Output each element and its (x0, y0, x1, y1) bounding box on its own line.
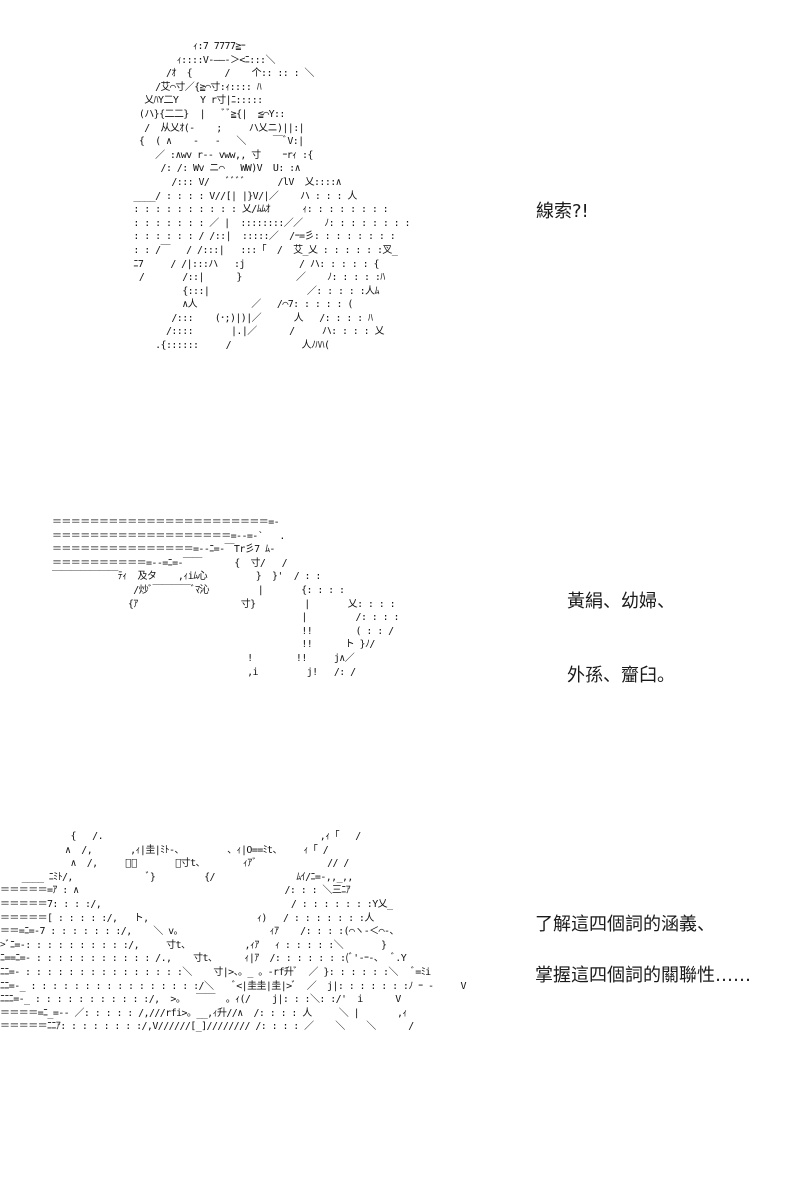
panel-2: ＝＝＝＝＝＝＝＝＝＝＝＝＝＝＝＝＝＝＝＝＝＝＝=- ＝＝＝＝＝＝＝＝＝＝＝＝＝＝… (0, 480, 800, 780)
caption-meaning: 了解這四個詞的涵義、 (535, 914, 715, 935)
ascii-art-scroll: ＝＝＝＝＝＝＝＝＝＝＝＝＝＝＝＝＝＝＝＝＝＝＝=- ＝＝＝＝＝＝＝＝＝＝＝＝＝＝… (52, 517, 400, 678)
panel-3: { /. ,ｨ「 / ∧ /, ,ｨ|圭|ﾐﾄ-、 、ｨ|O==ﾐt、 ｨ「 /… (0, 800, 800, 1200)
caption-relation: 掌握這四個詞的關聯性…… (535, 965, 751, 986)
ascii-art-smile: { /. ,ｨ「 / ∧ /, ,ｨ|圭|ﾐﾄ-、 、ｨ|O==ﾐt、 ｨ「 /… (0, 831, 467, 1033)
caption-riddle-line-2: 外孫、齏臼。 (567, 665, 675, 686)
ascii-art-figure: ｨ:7 7777≧ｰ ｨ::::V-――-＞<ﾆ:::＼ /ｵ { / 个:: … (133, 41, 410, 352)
panel-1: ｨ:7 7777≧ｰ ｨ::::V-――-＞<ﾆ:::＼ /ｵ { / 个:: … (0, 0, 800, 480)
caption-clue: 線索?! (536, 201, 589, 222)
caption-riddle-line-1: 黃絹、幼婦、 (567, 591, 675, 612)
